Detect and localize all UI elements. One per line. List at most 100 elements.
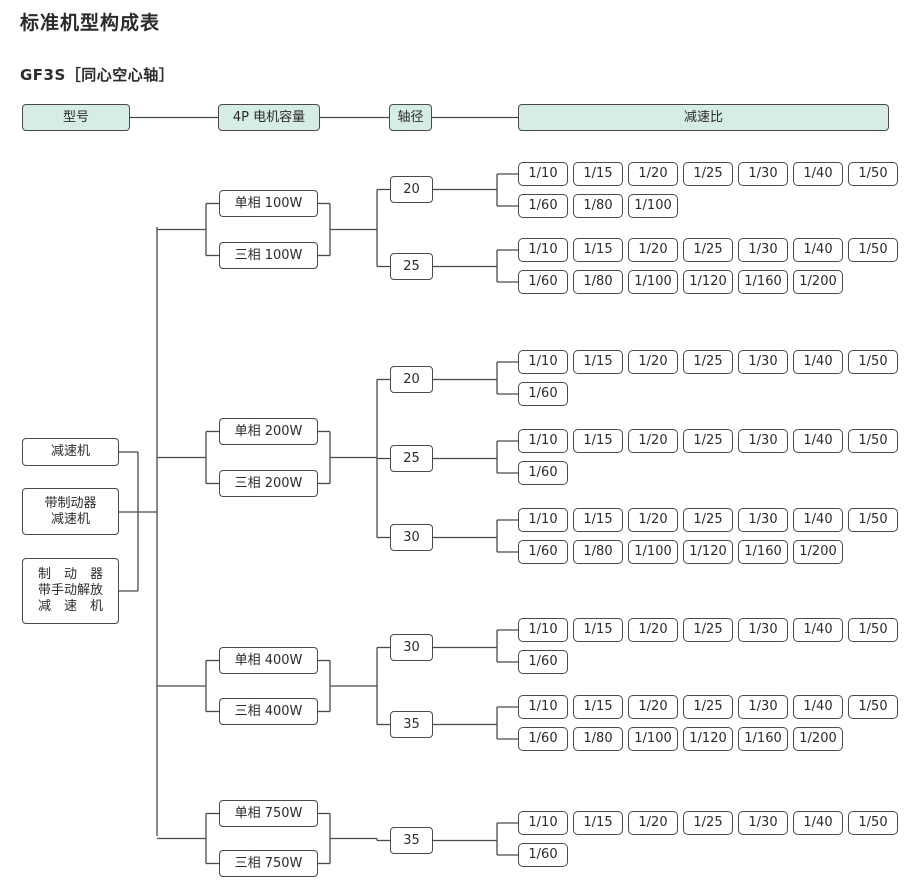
ratio-0-0-0-1: 1/15 [573, 162, 623, 186]
capacity-3-0: 单相 750W [219, 800, 318, 827]
capacity-1-1: 三相 200W [219, 470, 318, 497]
header-1: 4P 电机容量 [218, 104, 320, 131]
ratio-2-0-0-0: 1/10 [518, 618, 568, 642]
ratio-1-2-0-5: 1/40 [793, 508, 843, 532]
ratio-2-1-0-4: 1/30 [738, 695, 788, 719]
ratio-0-1-0-0: 1/10 [518, 238, 568, 262]
ratio-2-0-0-5: 1/40 [793, 618, 843, 642]
ratio-2-1-1-5: 1/200 [793, 727, 843, 751]
ratio-0-1-1-2: 1/100 [628, 270, 678, 294]
ratio-3-0-0-4: 1/30 [738, 811, 788, 835]
ratio-3-0-0-0: 1/10 [518, 811, 568, 835]
shaft-3-0: 35 [390, 827, 433, 854]
ratio-1-2-1-5: 1/200 [793, 540, 843, 564]
ratio-1-1-1-0: 1/60 [518, 461, 568, 485]
capacity-0-1: 三相 100W [219, 242, 318, 269]
ratio-0-0-0-4: 1/30 [738, 162, 788, 186]
header-3: 减速比 [518, 104, 889, 131]
ratio-0-0-0-0: 1/10 [518, 162, 568, 186]
ratio-2-1-1-2: 1/100 [628, 727, 678, 751]
page-subtitle: GF3S［同心空心轴］ [20, 66, 175, 84]
ratio-0-0-1-0: 1/60 [518, 194, 568, 218]
model-type-2: 制 动 器带手动解放减 速 机 [22, 558, 119, 624]
ratio-2-0-0-4: 1/30 [738, 618, 788, 642]
ratio-2-1-0-3: 1/25 [683, 695, 733, 719]
ratio-1-1-0-5: 1/40 [793, 429, 843, 453]
shaft-0-1: 25 [390, 253, 433, 280]
ratio-1-2-1-3: 1/120 [683, 540, 733, 564]
ratio-1-0-0-0: 1/10 [518, 350, 568, 374]
ratio-0-1-1-0: 1/60 [518, 270, 568, 294]
ratio-1-2-0-4: 1/30 [738, 508, 788, 532]
ratio-0-1-0-2: 1/20 [628, 238, 678, 262]
capacity-1-0: 单相 200W [219, 418, 318, 445]
ratio-2-1-1-1: 1/80 [573, 727, 623, 751]
ratio-3-0-0-6: 1/50 [848, 811, 898, 835]
header-2: 轴径 [389, 104, 432, 131]
ratio-1-2-1-0: 1/60 [518, 540, 568, 564]
ratio-1-2-1-2: 1/100 [628, 540, 678, 564]
ratio-2-0-0-1: 1/15 [573, 618, 623, 642]
ratio-0-1-0-1: 1/15 [573, 238, 623, 262]
ratio-1-1-0-4: 1/30 [738, 429, 788, 453]
model-type-1: 带制动器减速机 [22, 488, 119, 535]
ratio-0-1-0-4: 1/30 [738, 238, 788, 262]
ratio-2-1-0-2: 1/20 [628, 695, 678, 719]
ratio-1-0-1-0: 1/60 [518, 382, 568, 406]
ratio-0-1-1-1: 1/80 [573, 270, 623, 294]
ratio-2-0-0-3: 1/25 [683, 618, 733, 642]
ratio-1-0-0-5: 1/40 [793, 350, 843, 374]
ratio-1-2-1-4: 1/160 [738, 540, 788, 564]
ratio-0-0-1-2: 1/100 [628, 194, 678, 218]
ratio-0-1-0-6: 1/50 [848, 238, 898, 262]
ratio-2-1-0-1: 1/15 [573, 695, 623, 719]
ratio-3-0-0-5: 1/40 [793, 811, 843, 835]
ratio-0-0-0-3: 1/25 [683, 162, 733, 186]
capacity-0-0: 单相 100W [219, 190, 318, 217]
ratio-2-0-1-0: 1/60 [518, 650, 568, 674]
ratio-1-1-0-2: 1/20 [628, 429, 678, 453]
ratio-0-0-0-6: 1/50 [848, 162, 898, 186]
ratio-0-1-0-5: 1/40 [793, 238, 843, 262]
ratio-0-0-1-1: 1/80 [573, 194, 623, 218]
ratio-1-0-0-2: 1/20 [628, 350, 678, 374]
header-0: 型号 [22, 104, 130, 131]
ratio-0-1-0-3: 1/25 [683, 238, 733, 262]
shaft-2-1: 35 [390, 711, 433, 738]
ratio-1-0-0-6: 1/50 [848, 350, 898, 374]
shaft-1-1: 25 [390, 445, 433, 472]
ratio-3-0-0-1: 1/15 [573, 811, 623, 835]
ratio-0-1-1-5: 1/200 [793, 270, 843, 294]
ratio-1-2-0-1: 1/15 [573, 508, 623, 532]
ratio-1-2-0-0: 1/10 [518, 508, 568, 532]
ratio-2-0-0-2: 1/20 [628, 618, 678, 642]
ratio-2-1-1-3: 1/120 [683, 727, 733, 751]
ratio-1-0-0-3: 1/25 [683, 350, 733, 374]
capacity-3-1: 三相 750W [219, 850, 318, 877]
model-type-0: 减速机 [22, 438, 119, 466]
ratio-2-1-0-5: 1/40 [793, 695, 843, 719]
ratio-2-1-1-0: 1/60 [518, 727, 568, 751]
ratio-0-1-1-4: 1/160 [738, 270, 788, 294]
ratio-0-1-1-3: 1/120 [683, 270, 733, 294]
ratio-1-2-1-1: 1/80 [573, 540, 623, 564]
ratio-0-0-0-2: 1/20 [628, 162, 678, 186]
ratio-2-1-0-6: 1/50 [848, 695, 898, 719]
ratio-1-0-0-4: 1/30 [738, 350, 788, 374]
capacity-2-0: 单相 400W [219, 647, 318, 674]
ratio-2-1-1-4: 1/160 [738, 727, 788, 751]
shaft-0-0: 20 [390, 176, 433, 203]
ratio-3-0-1-0: 1/60 [518, 843, 568, 867]
shaft-2-0: 30 [390, 634, 433, 661]
ratio-1-2-0-2: 1/20 [628, 508, 678, 532]
capacity-2-1: 三相 400W [219, 698, 318, 725]
ratio-3-0-0-2: 1/20 [628, 811, 678, 835]
ratio-1-2-0-3: 1/25 [683, 508, 733, 532]
ratio-1-1-0-1: 1/15 [573, 429, 623, 453]
shaft-1-0: 20 [390, 366, 433, 393]
ratio-1-1-0-0: 1/10 [518, 429, 568, 453]
ratio-1-1-0-6: 1/50 [848, 429, 898, 453]
ratio-1-0-0-1: 1/15 [573, 350, 623, 374]
ratio-1-1-0-3: 1/25 [683, 429, 733, 453]
